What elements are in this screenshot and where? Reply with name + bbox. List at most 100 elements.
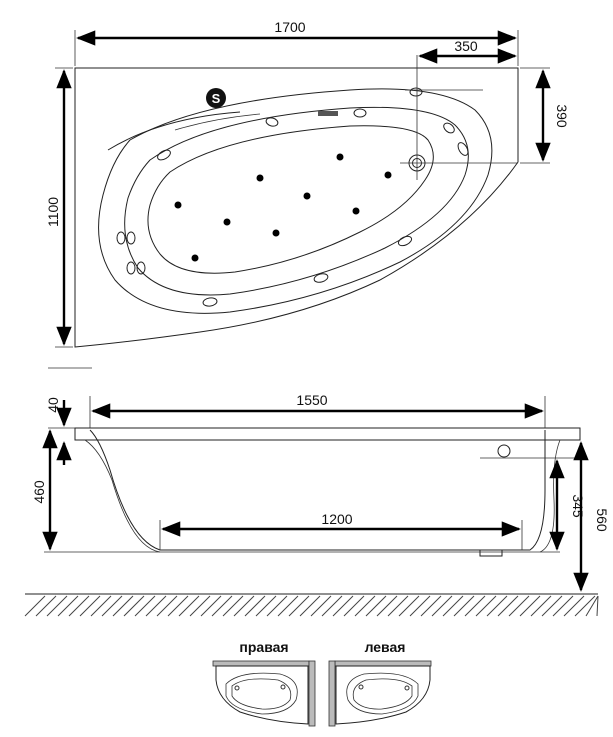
hatch-stroke [46, 595, 68, 617]
air-nozzle [352, 207, 360, 215]
air-nozzle [336, 153, 344, 161]
hatch-stroke [277, 595, 299, 617]
dim-label-1200: 1200 [321, 511, 352, 527]
hatch-stroke [332, 595, 354, 617]
jet [126, 261, 136, 275]
control-panel [318, 111, 338, 116]
drain-foot [479, 549, 503, 557]
hatch-stroke [35, 595, 57, 617]
jet [136, 261, 146, 275]
variant-right-thumbnail [212, 660, 316, 727]
hatch-stroke [398, 595, 420, 617]
variant-left-label: левая [365, 639, 406, 655]
hatch-stroke [596, 595, 599, 617]
dim-label-345: 345 [570, 494, 586, 518]
hatch-stroke [145, 595, 167, 617]
hatch-stroke [255, 595, 277, 617]
hatch-stroke [167, 595, 189, 617]
hatch-stroke [123, 595, 145, 617]
jet [265, 117, 279, 127]
air-nozzle [174, 201, 182, 209]
hatch-stroke [354, 595, 376, 617]
hatch-stroke [497, 595, 519, 617]
variant-left-thumbnail [328, 660, 432, 727]
hatch-stroke [200, 595, 222, 617]
dim-label-1700: 1700 [274, 19, 305, 35]
middle-bowl [124, 106, 469, 296]
hatch-stroke [57, 595, 79, 617]
hatch-stroke [343, 595, 365, 617]
hatch-stroke [508, 595, 530, 617]
hatch-stroke [409, 595, 431, 617]
hatch-stroke [442, 595, 464, 617]
hatch-stroke [134, 595, 156, 617]
hatch-stroke [365, 595, 387, 617]
hatch-stroke [112, 595, 134, 617]
jet [443, 122, 455, 134]
jet [157, 149, 171, 161]
hatch-stroke [211, 595, 233, 617]
side-view: 40 1550 460 1200 345 560 [24, 367, 610, 617]
variant-right-label: правая [239, 639, 288, 655]
dim-label-1100: 1100 [45, 197, 61, 227]
air-nozzle [303, 192, 311, 200]
outer-bowl [98, 88, 493, 314]
dim-label-460: 460 [31, 480, 47, 504]
dim-label-350: 350 [454, 38, 478, 54]
hatch-stroke [376, 595, 398, 617]
jet [116, 231, 126, 245]
inner-bowl [147, 125, 434, 274]
side-rim [74, 427, 581, 441]
hatch-stroke [387, 595, 409, 617]
dim-label-40: 40 [45, 397, 61, 413]
air-nozzle [384, 171, 392, 179]
hatch-stroke [475, 595, 497, 617]
hatch-stroke [178, 595, 200, 617]
hatch-stroke [24, 595, 46, 617]
hatch-stroke [530, 595, 552, 617]
hatch-stroke [299, 595, 321, 617]
air-nozzle [191, 254, 199, 262]
hatch-stroke [90, 595, 112, 617]
logo-badge: S [206, 88, 226, 108]
jet [126, 231, 136, 245]
jet [409, 87, 423, 97]
hatch-stroke [79, 595, 101, 617]
floor-hatching [24, 595, 599, 617]
hatch-stroke [321, 595, 343, 617]
hatch-stroke [156, 595, 178, 617]
top-view: S 1700 350 390 1100 [45, 19, 570, 348]
logo-letter: S [212, 91, 221, 106]
dim-label-560: 560 [594, 508, 610, 532]
air-nozzle [256, 174, 264, 182]
hatch-stroke [189, 595, 211, 617]
hatch-stroke [420, 595, 442, 617]
air-nozzle [272, 229, 280, 237]
hatch-stroke [68, 595, 90, 617]
hatch-stroke [244, 595, 266, 617]
side-body [89, 429, 546, 551]
dim-label-1550: 1550 [296, 392, 327, 408]
hatch-stroke [519, 595, 541, 617]
hatch-stroke [563, 595, 585, 617]
overflow-icon [497, 444, 511, 458]
air-nozzle [223, 218, 231, 226]
hatch-stroke [541, 595, 563, 617]
jet [202, 297, 218, 307]
hatch-stroke [585, 595, 599, 617]
jet [457, 142, 469, 156]
variants: правая левая [212, 639, 432, 727]
jet [397, 235, 413, 247]
jet [313, 273, 329, 283]
hatch-stroke [574, 595, 596, 617]
hatch-stroke [288, 595, 310, 617]
hatch-stroke [101, 595, 123, 617]
hatch-stroke [464, 595, 486, 617]
hatch-stroke [222, 595, 244, 617]
top-view-outline [74, 67, 519, 348]
jet [353, 108, 367, 118]
headrest-line [107, 111, 241, 151]
hatch-stroke [453, 595, 475, 617]
hatch-stroke [233, 595, 255, 617]
